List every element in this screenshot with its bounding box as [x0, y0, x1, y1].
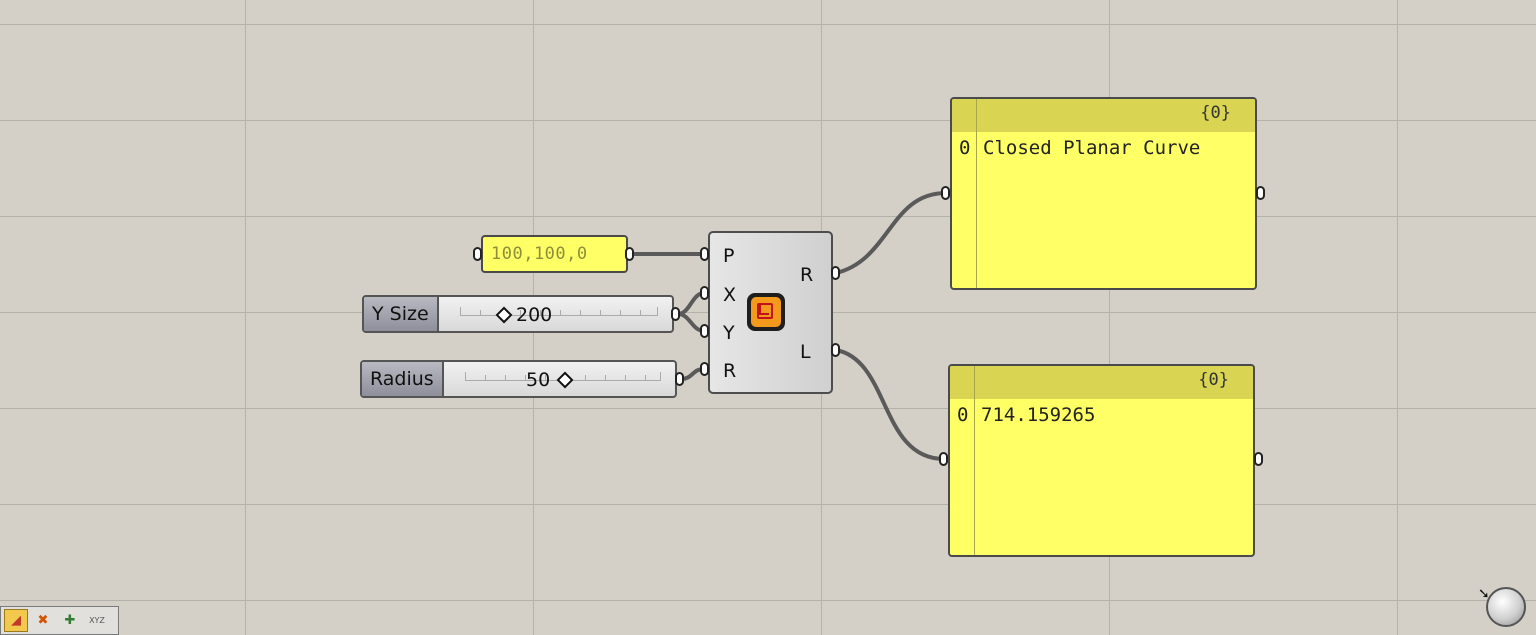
radius-output-grip[interactable] [675, 372, 684, 386]
output-port-r: R [800, 264, 814, 286]
preview-shaded-icon[interactable]: ◢ [4, 609, 28, 632]
grid-line [0, 504, 1536, 505]
panel-header [950, 366, 1253, 399]
input-port-p: P [723, 245, 735, 267]
grid-line [245, 0, 246, 635]
ysize-slider-label: Y Size [364, 297, 439, 331]
panel-value: 714.159265 [981, 404, 1096, 426]
output-port-l: L [800, 341, 811, 363]
input-port-y: Y [723, 322, 735, 344]
point-value: 100,100,0 [491, 244, 588, 264]
radius-slider-track[interactable]: 50 [449, 362, 675, 396]
xyz-widget-icon[interactable]: XYZ [89, 616, 105, 625]
grid-line [0, 600, 1536, 601]
output-grip-l[interactable] [831, 343, 840, 357]
preview-toolbar: ◢ ✖ ✚ XYZ [0, 606, 119, 635]
point-input-grip[interactable] [473, 247, 482, 261]
region-panel[interactable]: {0} 0 Closed Planar Curve [950, 97, 1257, 290]
radius-slider[interactable]: Radius 50 [360, 360, 677, 398]
radius-slider-value: 50 [526, 369, 551, 391]
grid-line [1397, 0, 1398, 635]
panel-index-divider [974, 366, 975, 555]
input-grip-p[interactable] [700, 247, 709, 261]
navigation-ball-icon[interactable] [1486, 587, 1526, 627]
output-grip-r[interactable] [831, 266, 840, 280]
grid-line [0, 216, 1536, 217]
preview-selected-icon[interactable]: ✚ [64, 613, 76, 628]
input-port-x: X [723, 284, 737, 306]
ysize-slider[interactable]: Y Size 200 [362, 295, 674, 333]
wire-r-to-panel [835, 191, 947, 275]
input-grip-r[interactable] [700, 362, 709, 376]
panel-path: {0} [1200, 103, 1231, 123]
grid-line [1109, 0, 1110, 635]
point-output-grip[interactable] [625, 247, 634, 261]
panel-index: 0 [957, 404, 969, 426]
length-panel-output-grip[interactable] [1254, 452, 1263, 466]
panel-index: 0 [959, 137, 971, 159]
ysize-output-grip[interactable] [671, 307, 680, 321]
input-grip-y[interactable] [700, 324, 709, 338]
rectangle-component[interactable]: P X Y R R L [708, 231, 833, 394]
wire-l-to-panel [835, 348, 945, 461]
panel-path: {0} [1198, 370, 1229, 390]
panel-index-divider [976, 99, 977, 288]
ysize-slider-track[interactable]: 200 [444, 297, 672, 331]
region-panel-input-grip[interactable] [941, 186, 950, 200]
cursor-arrow-icon: ➘ [1478, 586, 1490, 602]
grid-line [0, 24, 1536, 25]
grid-line [0, 120, 1536, 121]
point-parameter[interactable]: 100,100,0 [481, 235, 628, 273]
length-panel-input-grip[interactable] [939, 452, 948, 466]
slider-ticks [460, 307, 658, 316]
panel-header [952, 99, 1255, 132]
radius-slider-label: Radius [362, 362, 444, 396]
input-port-r: R [723, 360, 737, 382]
preview-wire-icon[interactable]: ✖ [37, 613, 49, 628]
region-panel-output-grip[interactable] [1256, 186, 1265, 200]
rounded-rectangle-icon [747, 293, 785, 331]
input-grip-x[interactable] [700, 286, 709, 300]
length-panel[interactable]: {0} 0 714.159265 [948, 364, 1255, 557]
panel-value: Closed Planar Curve [983, 137, 1201, 159]
ysize-slider-value: 200 [516, 304, 553, 326]
grid-line [0, 408, 1536, 409]
